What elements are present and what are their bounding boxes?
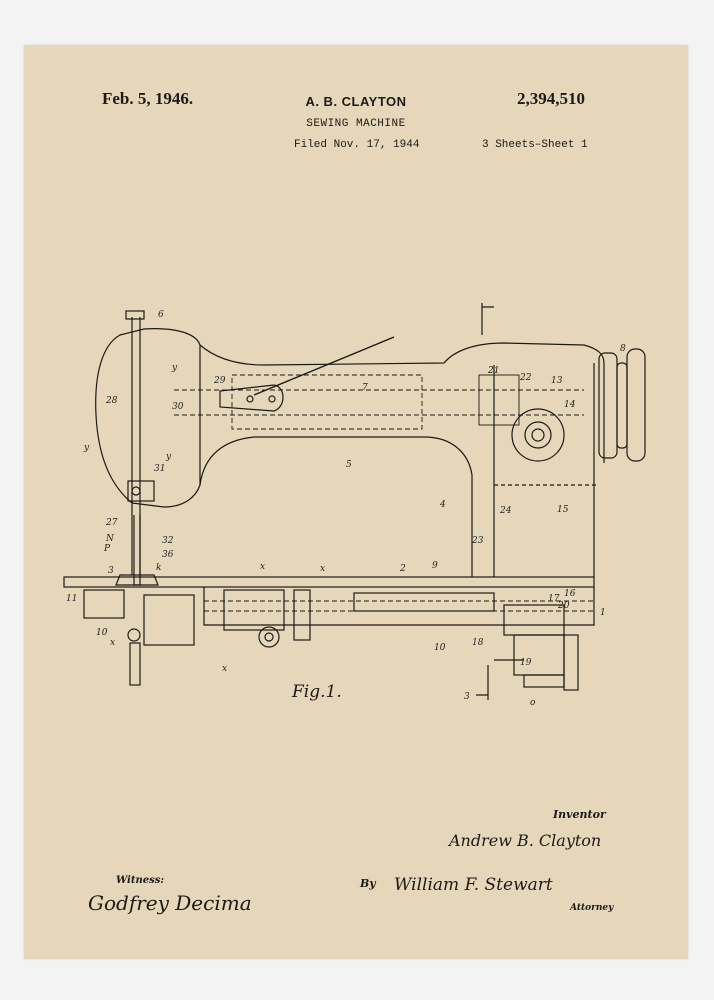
patent-title: SEWING MACHINE — [306, 118, 406, 130]
sheet-count: 3 Sheets–Sheet 1 — [482, 139, 588, 151]
callout-16: 16 — [564, 589, 576, 599]
callout-11: 11 — [66, 594, 77, 604]
callout-18: 18 — [472, 638, 484, 648]
callout-23: 23 — [471, 536, 484, 546]
callout-36: 36 — [162, 550, 174, 560]
patent-number: 2,394,510 — [517, 89, 585, 108]
callout-y-2: y — [83, 443, 90, 453]
callout-x-4: x — [222, 664, 227, 674]
callout-13: 13 — [551, 376, 563, 386]
filed-date: Filed Nov. 17, 1944 — [294, 139, 420, 151]
callout-x-2: x — [320, 564, 325, 574]
inventor-label: Inventor — [553, 808, 606, 821]
callout-9: 9 — [432, 561, 438, 571]
callout-5: 5 — [346, 460, 352, 470]
callout-y-1: y — [171, 363, 178, 373]
callout-3-bottom: 3 — [464, 692, 470, 702]
callout-30: 30 — [172, 402, 184, 412]
callout-17: 17 — [548, 594, 560, 604]
callout-32: 32 — [162, 536, 174, 546]
callout-15: 15 — [557, 505, 569, 515]
callout-22: 22 — [519, 373, 532, 383]
callout-6: 6 — [158, 310, 164, 320]
machine-body — [63, 303, 646, 700]
callout-numbers: 6 y 29 7 21 22 13 8 28 30 14 y 31 5 4 15… — [66, 310, 626, 708]
callout-20: 20 — [557, 601, 570, 611]
callout-31: 31 — [154, 464, 165, 474]
callout-19: 19 — [520, 658, 532, 668]
inventor-signature: Andrew B. Clayton — [449, 831, 602, 850]
callout-x-1: x — [260, 562, 265, 572]
callout-x-3: x — [110, 638, 115, 648]
callout-1: 1 — [600, 608, 606, 618]
callout-21: 21 — [487, 366, 499, 376]
callout-o: o — [530, 698, 536, 708]
callout-24: 24 — [499, 506, 512, 516]
callout-8: 8 — [620, 344, 626, 354]
sewing-machine-drawing: 6 y 29 7 21 22 13 8 28 30 14 y 31 5 4 15… — [63, 303, 646, 708]
attorney-label: Attorney — [570, 903, 614, 913]
by-label: By — [360, 877, 376, 890]
callout-27: 27 — [105, 518, 118, 528]
callout-k: k — [156, 563, 161, 573]
callout-14: 14 — [564, 400, 576, 410]
callout-P: P — [103, 544, 111, 554]
callout-29: 29 — [213, 376, 226, 386]
callout-10-right: 10 — [434, 643, 446, 653]
patent-date: Feb. 5, 1946. — [102, 89, 194, 108]
callout-y-3: y — [165, 452, 172, 462]
figure-label: Fig.1. — [292, 682, 342, 702]
callout-10-left: 10 — [96, 628, 108, 638]
callout-2: 2 — [399, 564, 406, 574]
callout-N: N — [105, 534, 115, 544]
callout-3: 3 — [108, 566, 114, 576]
callout-7: 7 — [362, 383, 368, 393]
attorney-signature: William F. Stewart — [394, 875, 553, 895]
witness-signature: Godfrey Decima — [88, 891, 252, 915]
callout-4: 4 — [439, 500, 446, 510]
witness-label: Witness: — [116, 875, 165, 886]
inventor-heading: A. B. CLAYTON — [305, 94, 407, 109]
patent-poster: Feb. 5, 1946. A. B. CLAYTON 2,394,510 SE… — [24, 45, 688, 959]
callout-28: 28 — [105, 396, 118, 406]
